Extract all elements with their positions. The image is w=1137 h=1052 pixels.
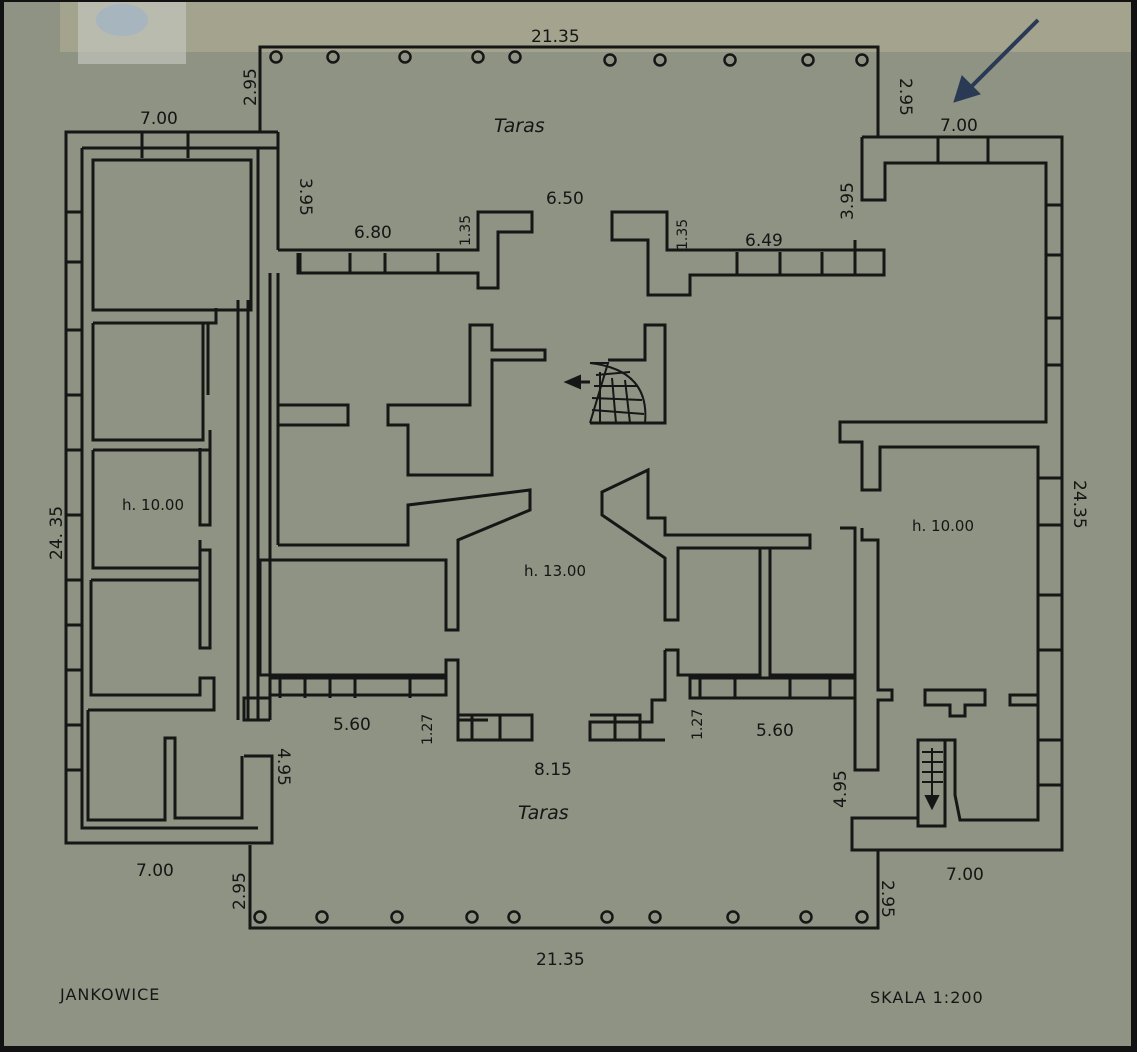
dim-upper-right-offset: 3.95: [838, 182, 858, 220]
terrace-columns-top: [269, 50, 869, 67]
dim-lower-right-step: 1.27: [690, 709, 706, 740]
room-height-right: h. 10.00: [912, 517, 974, 535]
column-icon: [465, 910, 479, 924]
dim-lower-right-offset: 4.95: [831, 770, 851, 808]
right-wing-outer-wall: [838, 135, 1064, 852]
upper-left-wall: [278, 210, 534, 290]
tape-strip: [60, 2, 1131, 52]
dim-right-wing-top: 7.00: [940, 116, 978, 136]
column-icon: [603, 53, 617, 67]
dim-upper-left-offset: 3.95: [295, 178, 315, 216]
dim-upper-left-step: 1.35: [458, 215, 474, 246]
dim-top-width: 21.35: [531, 27, 580, 47]
hall-left-walls: [258, 273, 547, 722]
room-height-left: h. 10.00: [122, 496, 184, 514]
dim-upper-right-span: 6.49: [745, 231, 783, 251]
dim-bottom-left-depth: 2.95: [230, 872, 250, 910]
left-room-1: [91, 158, 253, 312]
paper-background: [4, 2, 1131, 1046]
column-icon: [390, 910, 404, 924]
left-wing-wall-thickness: [258, 130, 278, 150]
terrace-label-top: Taras: [494, 115, 545, 137]
place-name: JANKOWICE: [59, 985, 160, 1004]
left-room-2: [91, 308, 218, 442]
hall-right-walls: [588, 467, 857, 742]
dim-lower-center-gap: 8.15: [534, 760, 572, 780]
dim-right-height: 24.35: [1069, 480, 1089, 529]
column-icon: [801, 53, 815, 67]
right-wing-window-blocks: [936, 137, 1062, 787]
scale-label: SKALA 1:200: [870, 988, 984, 1007]
column-icon: [855, 910, 869, 924]
dim-lower-right-span: 5.60: [756, 721, 794, 741]
left-room-5: [86, 707, 244, 822]
dim-top-left-depth: 2.95: [241, 68, 261, 106]
dim-upper-right-step: 1.35: [675, 219, 691, 250]
dim-lower-left-span: 5.60: [333, 715, 371, 735]
column-icon: [723, 53, 737, 67]
terrace-columns-bottom: [253, 910, 869, 924]
dim-upper-left-span: 6.80: [354, 223, 392, 243]
column-icon: [253, 910, 267, 924]
column-icon: [269, 50, 283, 64]
terrace-label-bottom: Taras: [518, 802, 569, 824]
dim-top-right-depth: 2.95: [895, 78, 915, 116]
room-height-center: h. 13.00: [524, 562, 586, 580]
right-staircase-icon: [922, 748, 943, 811]
column-icon: [855, 53, 869, 67]
left-wall-windows: [66, 132, 190, 772]
column-icon: [326, 50, 340, 64]
dim-right-wing-bottom: 7.00: [946, 865, 984, 885]
column-icon: [653, 53, 667, 67]
left-wing-corridor-wall: [236, 300, 250, 720]
terrace-top-outline: [258, 45, 880, 137]
column-icon: [648, 910, 662, 924]
dim-bottom-right-depth: 2.95: [877, 880, 897, 918]
column-icon: [315, 910, 329, 924]
column-icon: [726, 910, 740, 924]
terrace-bottom-outline: [248, 845, 880, 930]
blue-stain: [96, 4, 148, 36]
center-staircase-icon: [563, 362, 647, 424]
dim-lower-left-step: 1.27: [420, 714, 436, 745]
dim-left-wing-top: 7.00: [140, 109, 178, 129]
column-icon: [508, 50, 522, 64]
column-icon: [471, 50, 485, 64]
north-arrow-icon: [953, 18, 1040, 103]
right-wing-inner-walls: [840, 526, 1038, 828]
dim-lower-left-offset: 4.95: [273, 748, 293, 786]
lower-left-wall: [242, 676, 534, 742]
left-wing-outer-wall: [64, 130, 280, 845]
dim-upper-center-gap: 6.50: [546, 189, 584, 209]
dim-left-height: 24. 35: [47, 506, 67, 560]
dim-left-wing-bottom: 7.00: [136, 861, 174, 881]
column-icon: [398, 50, 412, 64]
dim-bottom-width: 21.35: [536, 950, 585, 970]
column-icon: [600, 910, 614, 924]
upper-right-wall: [610, 210, 886, 297]
column-icon: [799, 910, 813, 924]
column-icon: [507, 910, 521, 924]
left-room-4: [89, 548, 216, 707]
plan-walls: [64, 45, 1064, 930]
